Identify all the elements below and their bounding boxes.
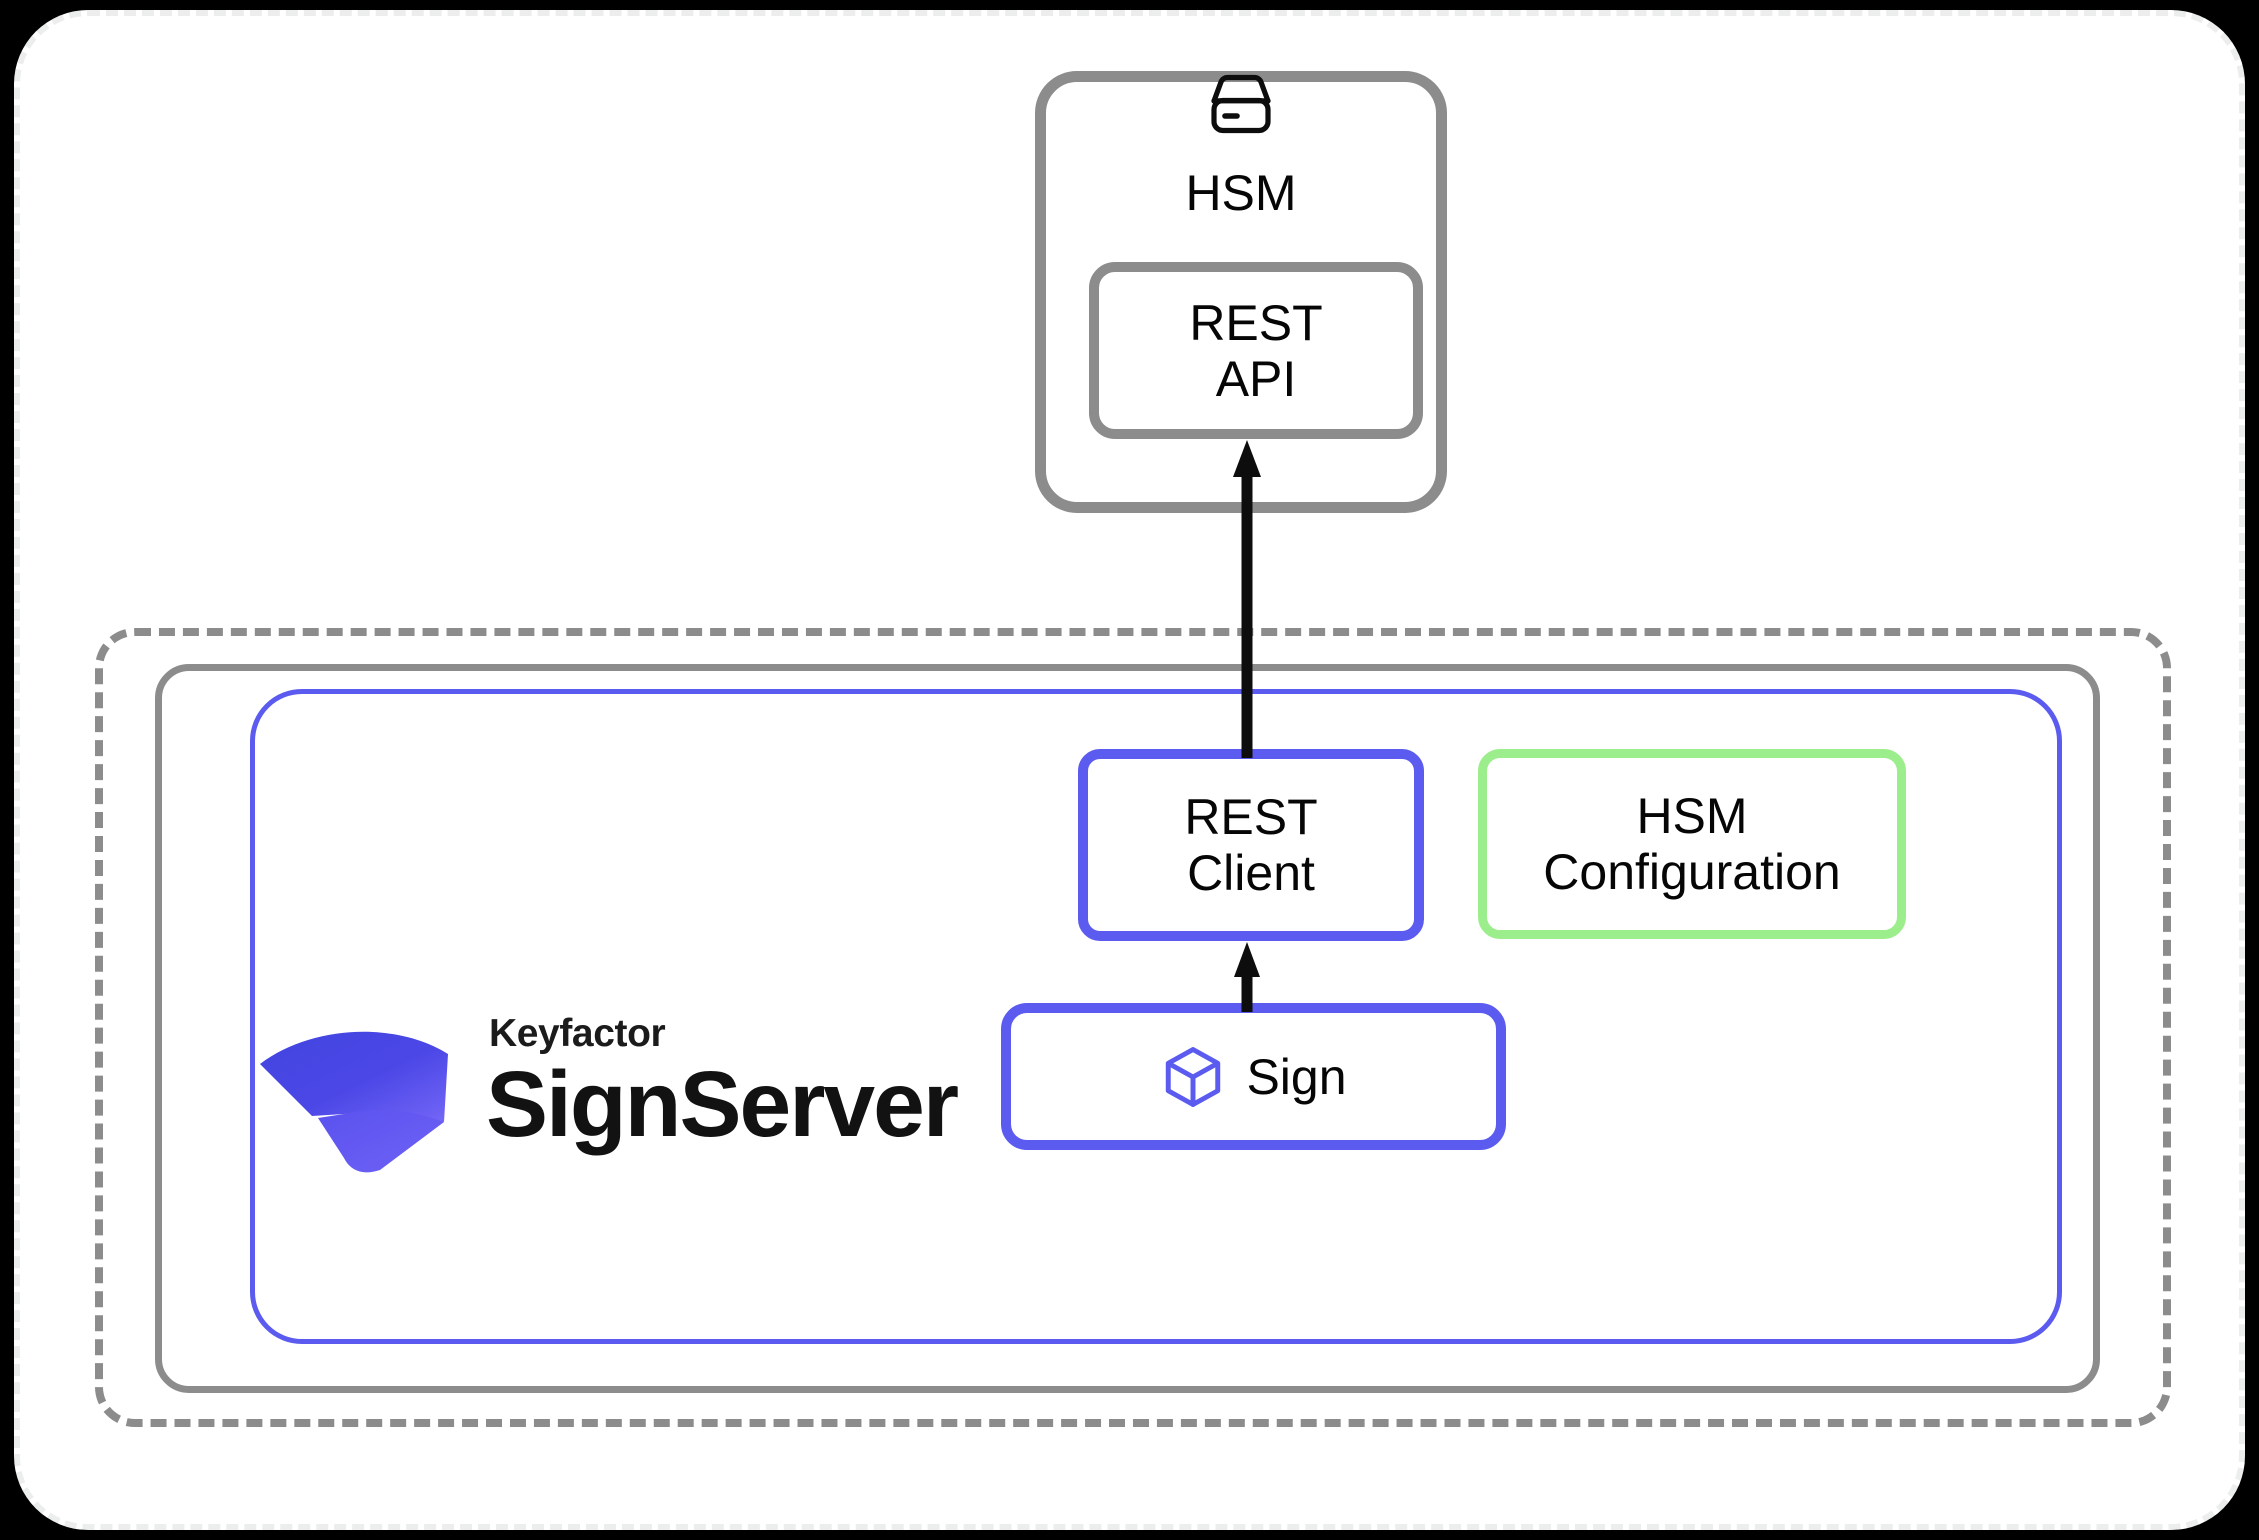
hsm-configuration-box[interactable]: HSM Configuration xyxy=(1478,749,1906,939)
logo-product-text: SignServer xyxy=(486,1052,959,1156)
arrow-rest-client-to-rest-api xyxy=(1233,440,1261,758)
rest-api-label-line2: API xyxy=(1215,350,1297,407)
keyfactor-signserver-logo: Keyfactor SignServer xyxy=(258,1006,959,1181)
hsm-configuration-label-line1: HSM xyxy=(1636,788,1748,844)
hsm-hard-drive-icon xyxy=(1211,74,1271,134)
logo-brand-text: Keyfactor xyxy=(489,1012,666,1055)
keyfactor-fan-mark xyxy=(260,1031,448,1173)
hsm-label: HSM xyxy=(1185,165,1297,221)
rest-api-label-line1: REST xyxy=(1189,294,1323,351)
host-container xyxy=(155,664,2100,1393)
arrow-sign-to-rest-client xyxy=(1234,942,1260,1012)
deployment-boundary-dashed xyxy=(95,628,2171,1427)
signserver-container xyxy=(250,689,2062,1344)
rest-client-box[interactable]: REST Client xyxy=(1078,749,1424,941)
sign-label: Sign xyxy=(1246,1048,1347,1105)
rest-api-box[interactable]: REST API xyxy=(1089,262,1423,439)
sign-box[interactable]: Sign xyxy=(1001,1003,1506,1150)
hsm-configuration-label-line2: Configuration xyxy=(1543,844,1841,900)
rest-client-label-line2: Client xyxy=(1187,845,1315,901)
rest-client-label-line1: REST xyxy=(1184,789,1318,845)
cube-icon xyxy=(1166,1046,1221,1107)
